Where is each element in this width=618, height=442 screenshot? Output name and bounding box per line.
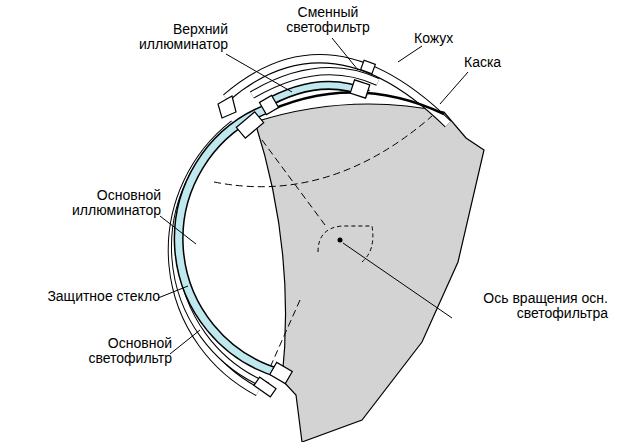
clips	[218, 60, 375, 397]
filter-label: Основной светофильтр	[60, 336, 172, 366]
filter-hidden-edge	[262, 140, 325, 372]
rotation-axis	[338, 238, 343, 243]
leader-lines	[158, 38, 468, 354]
axis-bracket	[318, 226, 373, 262]
helmet	[258, 92, 444, 116]
illuminator-label: Основной иллюминатор	[46, 188, 161, 218]
illuminator-label: Верхний иллюминатор	[118, 22, 228, 52]
head-silhouette	[255, 104, 484, 442]
glass-label: Защитное стекло	[10, 289, 160, 304]
helmet-label: Каска	[464, 55, 534, 70]
casing-label: Кожух	[414, 31, 484, 46]
filter-label: Сменный светофильтр	[272, 5, 384, 35]
axis-label: Ось вращения осн. светофильтра	[400, 291, 608, 321]
